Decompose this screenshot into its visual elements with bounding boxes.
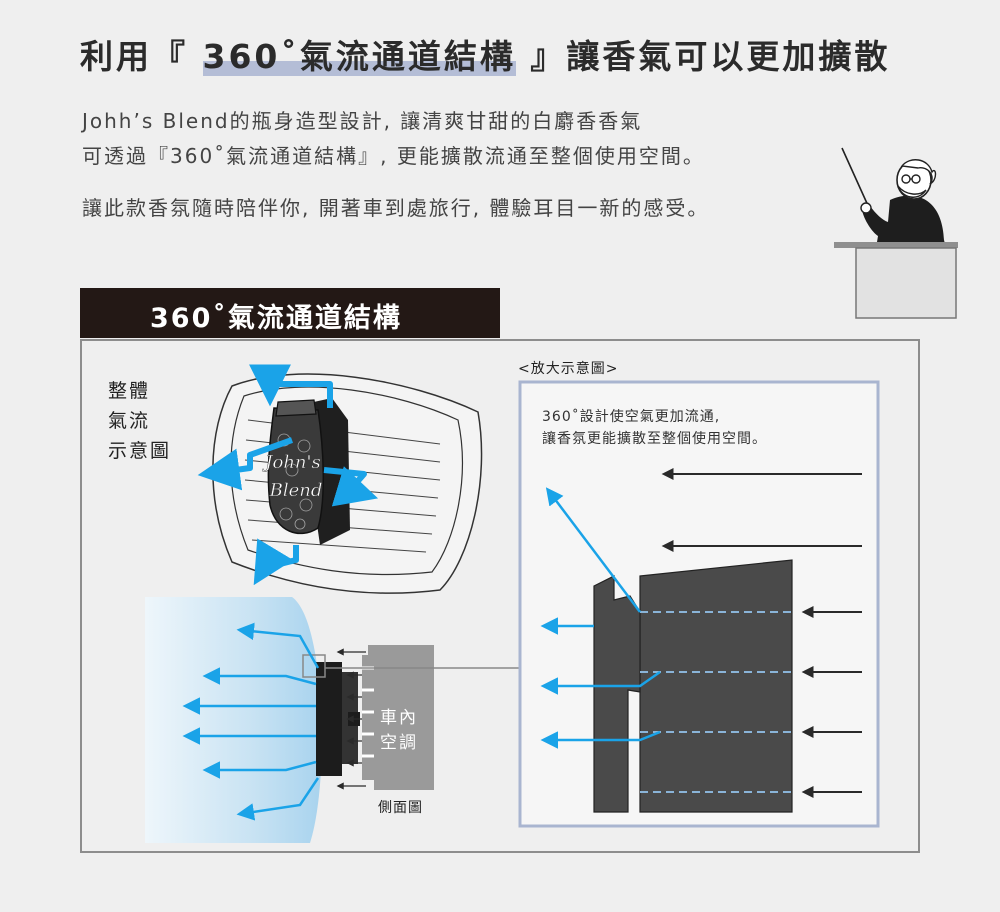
title-after: 』讓香氣可以更加擴散: [515, 37, 891, 76]
ac-label-line-1: 車內: [380, 708, 418, 728]
intro-line-3: 讓此款香氛隨時陪伴你, 開著車到處旅行, 體驗耳目一新的感受。: [82, 196, 710, 220]
side-view-label: 側面圖: [378, 800, 423, 816]
ac-label-line-2: 空調: [380, 733, 418, 753]
diagram-frame: [80, 339, 920, 853]
ac-vent-side: [362, 645, 434, 790]
zoom-indicator: [302, 654, 326, 678]
3d-flow-arrows: [197, 364, 379, 586]
flow-label-line-1: 整體: [108, 380, 151, 402]
zoom-desc-line-2: 讓香氛更能擴散至整個使用空間。: [542, 431, 767, 447]
zoom-title: <放大示意圖>: [518, 361, 619, 377]
zoom-description: 360˚設計使空氣更加流通, 讓香氛更能擴散至整個使用空間。: [542, 406, 767, 450]
title-highlight: 360˚氣流通道結構: [202, 37, 516, 76]
side-air-arrows: [336, 648, 366, 790]
zoom-blue-arrows: [540, 487, 661, 749]
intro-paragraph: Johh’s Blend的瓶身造型設計, 讓清爽甘甜的白麝香香氣 可透過『360…: [82, 104, 705, 174]
banner-title: 360˚氣流通道結構: [150, 303, 402, 334]
teacher-with-pointer-icon: [834, 147, 958, 319]
device-side: [316, 662, 342, 776]
title-before: 利用『: [80, 37, 203, 76]
flow-label-line-3: 示意圖: [108, 440, 172, 462]
intro-line-2: 可透過『360˚氣流通道結構』, 更能擴散流通至整個使用空間。: [82, 144, 705, 168]
zoom-vent: [639, 559, 793, 813]
jar-text-line-1: John's: [261, 452, 320, 473]
jar-text-line-2: Blend: [269, 480, 323, 501]
side-blue-arrows: [182, 622, 320, 821]
intro-line-1: Johh’s Blend的瓶身造型設計, 讓清爽甘甜的白麝香香氣: [82, 109, 643, 133]
flow-diagram-label: 整體 氣流 示意圖: [108, 376, 171, 466]
page-title: 利用『 360˚氣流通道結構 』讓香氣可以更加擴散: [80, 30, 890, 78]
flow-label-line-2: 氣流: [108, 410, 151, 432]
ac-label: 車內 空調: [380, 706, 418, 756]
section-banner: [80, 288, 500, 338]
zoom-black-arrows: [661, 468, 862, 798]
zoom-desc-line-1: 360˚設計使空氣更加流通,: [542, 409, 721, 425]
scent-mist: [145, 597, 322, 843]
zoom-device: [593, 575, 641, 813]
